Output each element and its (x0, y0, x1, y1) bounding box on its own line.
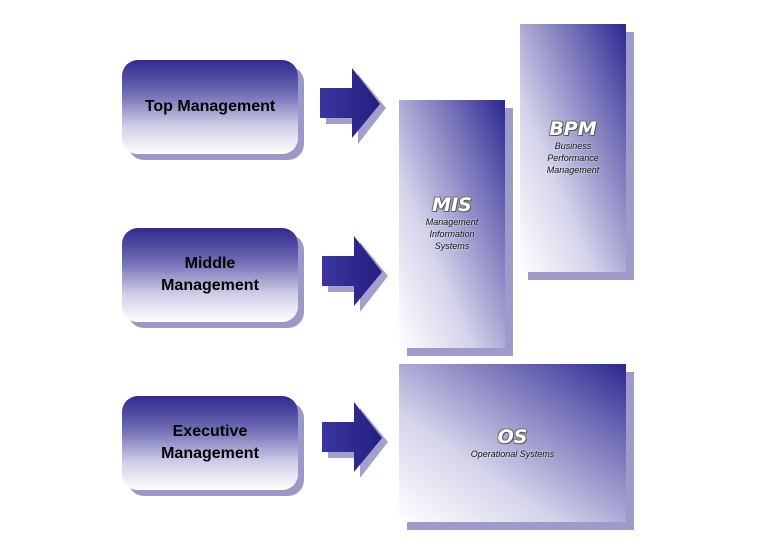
top-management-box: Top Management (122, 60, 298, 154)
bpm-title: BPM (549, 118, 597, 140)
middle-management-box: Middle Management (122, 228, 298, 322)
bpm-box: BPM Business Performance Management (520, 24, 626, 272)
os-subtitle: Operational Systems (470, 449, 555, 459)
mis-title: MIS (432, 194, 472, 216)
bpm-subtitle-line3: Management (546, 165, 600, 175)
middle-management-label-line2: Management (161, 277, 259, 294)
bpm-subtitle-line2: Performance (547, 153, 599, 163)
executive-management-label-line1: Executive (172, 423, 248, 440)
executive-management-box: Executive Management (122, 396, 298, 490)
middle-management-label-line1: Middle (184, 255, 236, 272)
arrow-right-icon (320, 68, 386, 144)
mis-subtitle-line2: Information (429, 229, 475, 239)
arrow-right-icon (322, 236, 388, 312)
top-management-label: Top Management (144, 98, 276, 115)
os-box: OS Operational Systems (399, 364, 626, 522)
bpm-subtitle-line1: Business (554, 141, 592, 151)
executive-management-label-line2: Management (161, 445, 259, 462)
os-title: OS (497, 426, 528, 448)
mis-subtitle-line1: Management (425, 217, 479, 227)
mis-box: MIS Management Information Systems (399, 100, 505, 348)
arrow-right-icon (322, 402, 388, 478)
mis-subtitle-line3: Systems (434, 241, 470, 251)
